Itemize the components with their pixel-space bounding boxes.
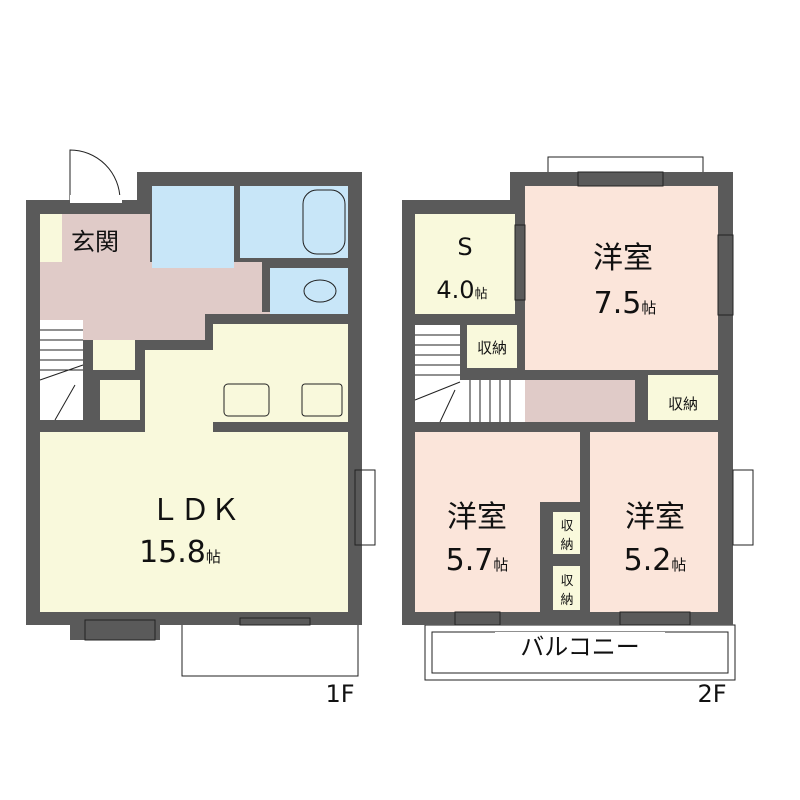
- western3-label: 洋室: [625, 500, 685, 535]
- entrance-opening: [70, 195, 122, 203]
- toilet-room: [270, 268, 348, 314]
- shoe-storage: [40, 214, 62, 268]
- closet-2f-a: [467, 325, 517, 368]
- window-2f-north: [577, 171, 664, 187]
- toilet-icon: [303, 279, 337, 303]
- closet-2f-c: [553, 512, 580, 554]
- window-s-room: [514, 224, 526, 301]
- window-1f-south: [84, 619, 156, 641]
- balcony-label: バルコニー: [520, 633, 640, 661]
- washroom: [152, 186, 234, 268]
- closet-label-c2: 納: [560, 538, 573, 553]
- window-2f-south-a: [454, 611, 501, 626]
- bathroom: [240, 186, 348, 258]
- stove-icon: [301, 383, 343, 417]
- closet-label-c1: 収: [560, 519, 573, 534]
- entrance-door[interactable]: [69, 149, 121, 201]
- floor-1: 玄関 ＬＤＫ 15.8帖 1F: [26, 149, 376, 708]
- floor-1-label: 1F: [325, 680, 354, 708]
- sink-icon: [223, 383, 270, 417]
- floor-2-label: 2F: [697, 680, 726, 708]
- window-2f-south-b: [619, 611, 691, 626]
- western3-size: 5.2帖: [624, 543, 687, 578]
- closet-label-b: 収納: [668, 395, 698, 413]
- ldk-room: [40, 432, 348, 612]
- bathtub-icon: [302, 189, 346, 255]
- western-room-7-5: [525, 186, 718, 370]
- western-room-5-7: [415, 432, 540, 612]
- kitchen: [213, 324, 348, 422]
- western2-size: 5.7帖: [446, 543, 509, 578]
- balcony-top: [547, 156, 704, 174]
- hallway-1f: [40, 262, 272, 340]
- closet-1f-a: [93, 340, 135, 370]
- stairs-2f: [414, 325, 525, 423]
- s-room-size: 4.0帖: [436, 276, 487, 304]
- western1-size: 7.5帖: [594, 286, 657, 321]
- closet-2f-d: [553, 566, 580, 610]
- stairs-1f: [39, 320, 84, 421]
- entrance-label: 玄関: [71, 228, 119, 256]
- entrance-room: [62, 214, 150, 264]
- western1-label: 洋室: [593, 241, 653, 276]
- closet-1f-b: [100, 380, 140, 420]
- window-2f-east: [717, 234, 734, 316]
- ldk-size: 15.8帖: [139, 535, 221, 570]
- hallway-2f: [525, 380, 635, 422]
- dining-passage: [145, 350, 213, 432]
- window-2f-east-2: [732, 469, 754, 546]
- window-1f-east: [354, 469, 376, 546]
- western-room-5-2: [590, 432, 718, 612]
- floor-2: S 4.0帖 洋室 7.5帖 洋室 5.7帖 洋室 5.2帖 収納 収納 収 納…: [402, 156, 754, 708]
- closet-label-a: 収納: [477, 339, 507, 357]
- closet-2f-b: [648, 375, 718, 420]
- s-room: [415, 214, 515, 314]
- ldk-label: ＬＤＫ: [150, 493, 240, 528]
- closet-label-d1: 収: [560, 574, 573, 589]
- window-1f-south-2: [239, 617, 311, 626]
- closet-label-d2: 納: [560, 593, 573, 608]
- s-room-label: S: [457, 233, 472, 261]
- western2-label: 洋室: [447, 500, 507, 535]
